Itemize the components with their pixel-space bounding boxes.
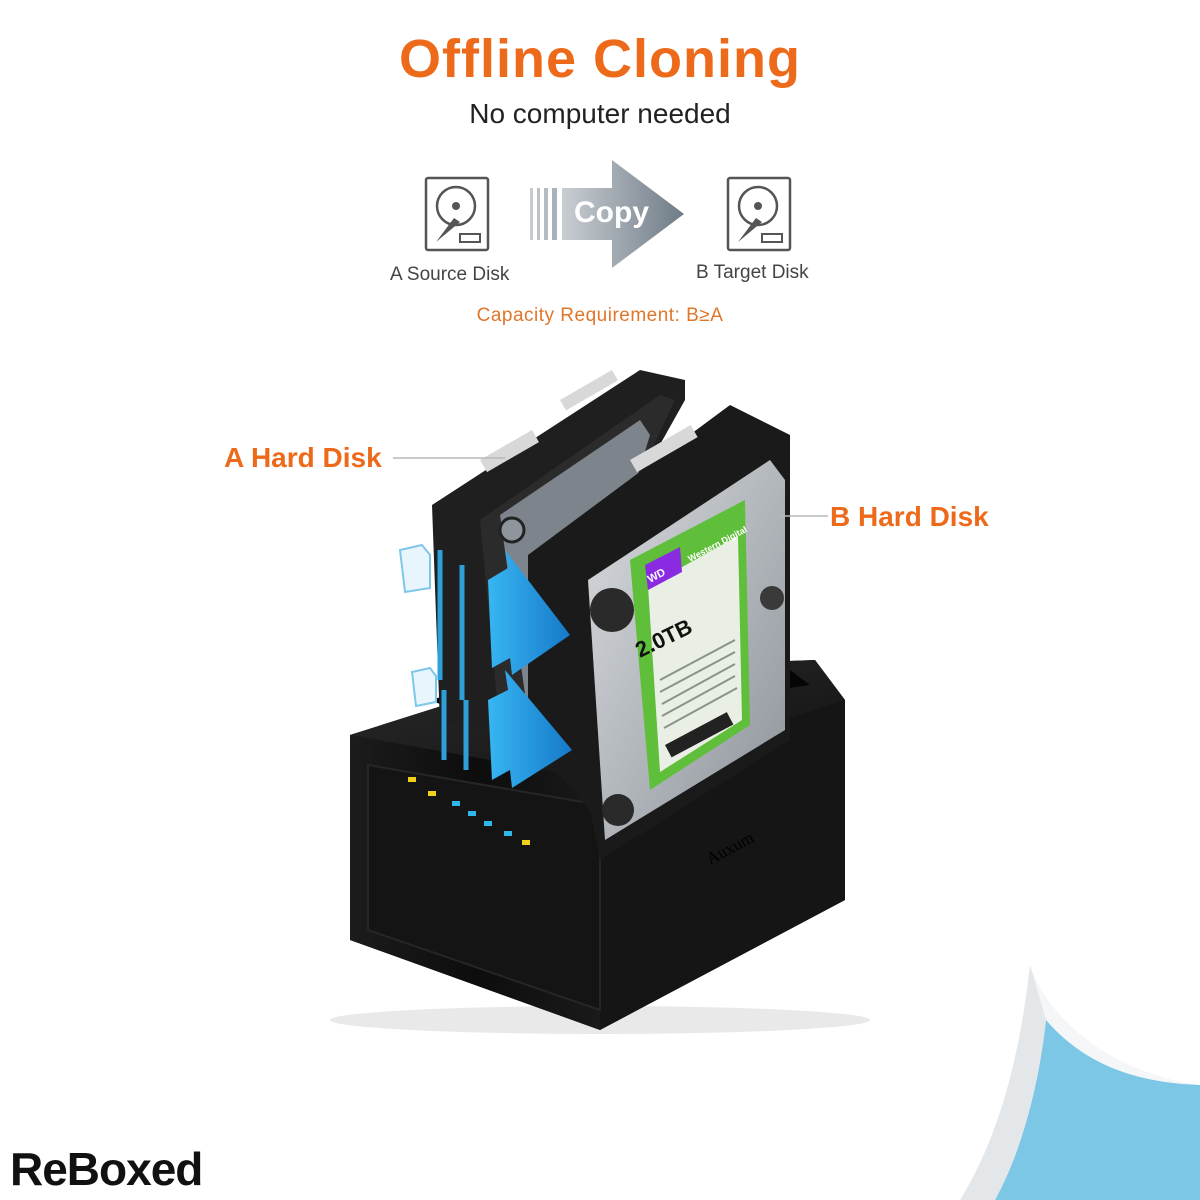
source-disk-label: A Source Disk — [390, 264, 510, 285]
callout-b-hard-disk: B Hard Disk — [830, 501, 989, 532]
callout-a-hard-disk: A Hard Disk — [224, 442, 382, 473]
copy-label: Copy — [574, 196, 649, 229]
led-indicators — [408, 777, 530, 845]
page-curl-decoration — [960, 965, 1200, 1200]
page-title: Offline Cloning — [399, 29, 801, 89]
target-disk-label: B Target Disk — [696, 262, 809, 283]
capacity-requirement: Capacity Requirement: B≥A — [476, 305, 724, 326]
page-subtitle: No computer needed — [469, 98, 731, 129]
docking-station-illustration: WD Western Digital 2.0TB Auxum — [330, 370, 870, 1034]
source-disk-icon — [424, 176, 490, 252]
copy-arrow-icon — [530, 160, 684, 268]
target-disk-icon — [726, 176, 792, 252]
reboxed-watermark: ReBoxed — [10, 1143, 203, 1195]
